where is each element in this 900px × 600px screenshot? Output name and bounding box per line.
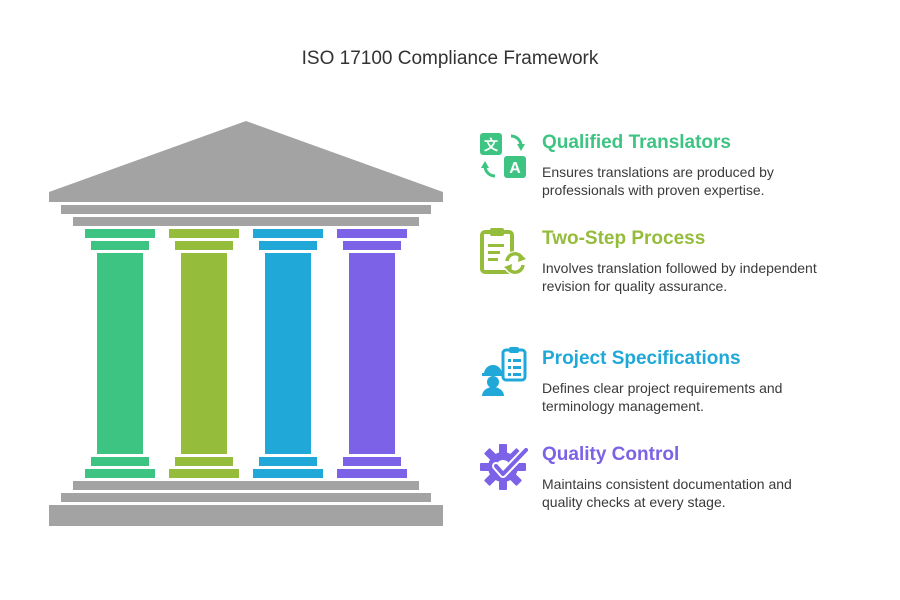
pillar-purple [337, 229, 407, 478]
item-description: Involves translation followed by indepen… [542, 260, 817, 294]
roof-beam-lower [73, 217, 419, 226]
pillar-blue [253, 229, 323, 478]
item-description: Maintains consistent documentation and q… [542, 476, 792, 510]
base-step-bottom [49, 505, 443, 526]
item-heading: Two-Step Process [542, 228, 706, 249]
temple-diagram [49, 121, 443, 526]
roof-beam-upper [61, 205, 431, 214]
worker-checklist-icon [482, 347, 527, 396]
translate-icon: 文 A [480, 133, 526, 178]
page-title: ISO 17100 Compliance Framework [301, 48, 599, 69]
svg-text:文: 文 [484, 137, 499, 154]
item-heading: Quality Control [542, 444, 680, 465]
pillar-green [85, 229, 155, 478]
temple-roof [49, 121, 443, 226]
roof-pediment [49, 121, 443, 202]
item-description: Defines clear project requirements and t… [542, 380, 783, 414]
svg-text:A: A [509, 160, 521, 177]
base-step-top [73, 481, 419, 490]
base-step-middle [61, 493, 431, 502]
item-description: Ensures translations are produced by pro… [542, 164, 774, 198]
temple-base [49, 481, 443, 526]
clipboard-refresh-icon [480, 228, 527, 275]
item-heading: Project Specifications [542, 348, 741, 369]
gear-check-icon [480, 444, 530, 490]
item-heading: Qualified Translators [542, 132, 731, 153]
pillar-olive [169, 229, 239, 478]
